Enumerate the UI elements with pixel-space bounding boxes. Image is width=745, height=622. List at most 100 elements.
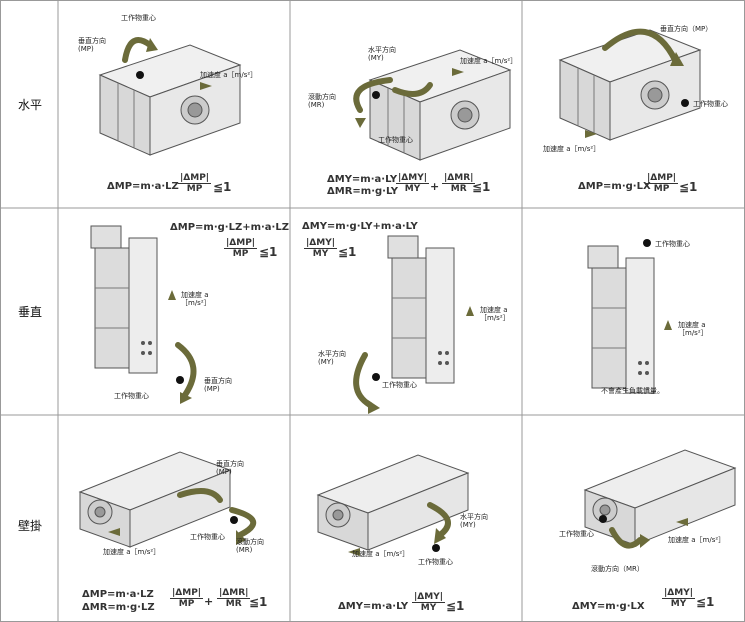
actuator-drawing — [99, 44, 241, 156]
formula-fraction: |ΔMR|MR — [442, 173, 476, 194]
moment-arrow — [353, 77, 393, 113]
label-accel: 加速度 a［m/s²］ — [668, 536, 726, 544]
plus-sign: + — [204, 595, 214, 608]
arrowhead — [180, 392, 192, 404]
fraction-denominator: MP — [653, 184, 670, 194]
no-load-note: 不會產生負載慣量。 — [601, 387, 664, 395]
accel-arrow — [168, 290, 176, 300]
arrowhead — [355, 118, 366, 128]
fraction-denominator: MP — [178, 599, 195, 609]
plus-sign: + — [430, 180, 440, 193]
actuator-drawing — [584, 449, 736, 546]
actuator-drawing — [317, 454, 469, 551]
actuator-drawing — [90, 225, 158, 374]
moment-arrow — [609, 527, 643, 549]
label-work-center: 工作物重心 — [418, 558, 453, 566]
accel-arrow — [676, 518, 688, 526]
fraction-denominator: MP — [232, 249, 249, 259]
label-accel: 加速度 a［m/s²］ — [460, 57, 518, 65]
label-work-center: 工作物重心 — [693, 100, 728, 108]
accel-arrow — [585, 130, 597, 138]
fraction-denominator: MY — [312, 249, 329, 259]
formula-fraction: |ΔMP|MP — [178, 173, 212, 194]
accel-arrow — [348, 548, 360, 556]
moment-arrow — [229, 507, 256, 538]
formula-fraction: |ΔMR|MR — [217, 588, 251, 609]
formula-fraction: |ΔMP|MP — [645, 173, 679, 194]
formula-fraction: |ΔMY|MY — [412, 592, 446, 613]
actuator-drawing — [559, 29, 701, 141]
label-vertical-dir: 垂直方向 (MP) — [204, 377, 232, 393]
fraction-numerator: |ΔMP| — [645, 173, 679, 184]
formula-eq: ΔMP=m·a·LZ — [82, 589, 154, 600]
leq-one: ≦1 — [338, 245, 357, 259]
fraction-denominator: MR — [225, 599, 242, 609]
actuator-drawing — [587, 245, 655, 394]
label-accel: 加速度 a［m/s²］ — [103, 548, 161, 556]
arrowhead — [368, 400, 380, 414]
leq-one: ≦1 — [259, 245, 278, 259]
label-accel: 加速度 a［m/s²］ — [543, 145, 601, 153]
center-of-mass-dot — [432, 544, 440, 552]
formula-eq: ΔMY=m·a·LY — [338, 601, 409, 612]
label-accel: 加速度 a［m/s²］ — [352, 550, 410, 558]
moment-arrow — [175, 342, 197, 398]
accel-arrow — [108, 528, 120, 536]
formula-fraction: |ΔMY|MY — [396, 173, 430, 194]
fraction-numerator: |ΔMY| — [662, 588, 696, 599]
accel-arrow — [200, 82, 212, 90]
label-work-center: 工作物重心 — [114, 392, 149, 400]
arrowhead — [434, 528, 446, 544]
label-vertical-dir: 垂直方向 (MP) — [216, 460, 244, 476]
moment-arrow — [427, 502, 451, 538]
moment-arrow — [392, 82, 433, 97]
formula-eq: ΔMP=m·g·LZ+m·a·LZ — [170, 222, 289, 233]
row-label-wall: 壁掛 — [17, 519, 42, 533]
fraction-denominator: MR — [450, 184, 467, 194]
fraction-numerator: |ΔMP| — [170, 588, 204, 599]
label-accel: 加速度 a［m/s²］ — [200, 71, 258, 79]
leq-one: ≦1 — [679, 180, 698, 194]
fraction-numerator: |ΔMR| — [217, 588, 251, 599]
arrowhead — [640, 534, 650, 548]
formula-eq: ΔMR=m·g·LZ — [82, 602, 155, 613]
center-of-mass-dot — [230, 516, 238, 524]
moment-arrow — [353, 352, 373, 408]
leq-one: ≦1 — [213, 180, 232, 194]
formula-fraction: |ΔMP|MP — [224, 238, 258, 259]
label-work-center: 工作物重心 — [655, 240, 690, 248]
arrowhead — [236, 530, 246, 545]
formula-eq: ΔMR=m·g·LY — [327, 186, 399, 197]
label-horizontal-dir: 水平方向 (MY) — [368, 46, 396, 62]
label-roll-dir: 滾動方向 (MR) — [236, 538, 264, 554]
label-vertical-dir: 垂直方向 (MP) — [78, 37, 106, 53]
moment-arrow — [122, 37, 153, 63]
accel-arrow — [452, 68, 464, 76]
fraction-numerator: |ΔMY| — [396, 173, 430, 184]
moment-arrow — [602, 28, 678, 63]
fraction-denominator: MY — [404, 184, 421, 194]
arrowhead — [146, 38, 158, 52]
formula-eq: ΔMP=m·g·LX — [578, 181, 651, 192]
center-of-mass-dot — [176, 376, 184, 384]
accel-arrow — [664, 320, 672, 330]
fraction-numerator: |ΔMP| — [178, 173, 212, 184]
label-vertical-dir: 垂直方向（MP） — [660, 25, 713, 33]
formula-eq: ΔMY=m·a·LY — [327, 174, 398, 185]
label-roll-dir: 滾動方向（MR） — [591, 565, 644, 573]
formula-fraction: |ΔMP|MP — [170, 588, 204, 609]
label-work-center: 工作物重心 — [559, 530, 594, 538]
leq-one: ≦1 — [696, 595, 715, 609]
fraction-numerator: |ΔMR| — [442, 173, 476, 184]
actuator-drawing — [387, 235, 455, 384]
leq-one: ≦1 — [472, 180, 491, 194]
label-work-center: 工作物重心 — [382, 381, 417, 389]
formula-eq: ΔMY=m·g·LY+m·a·LY — [302, 221, 418, 232]
moment-arrow — [177, 488, 223, 503]
label-work-center: 工作物重心 — [121, 14, 156, 22]
fraction-denominator: MY — [420, 603, 437, 613]
center-of-mass-dot — [681, 99, 689, 107]
fraction-numerator: |ΔMY| — [412, 592, 446, 603]
label-horizontal-dir: 水平方向 (MY) — [460, 513, 488, 529]
